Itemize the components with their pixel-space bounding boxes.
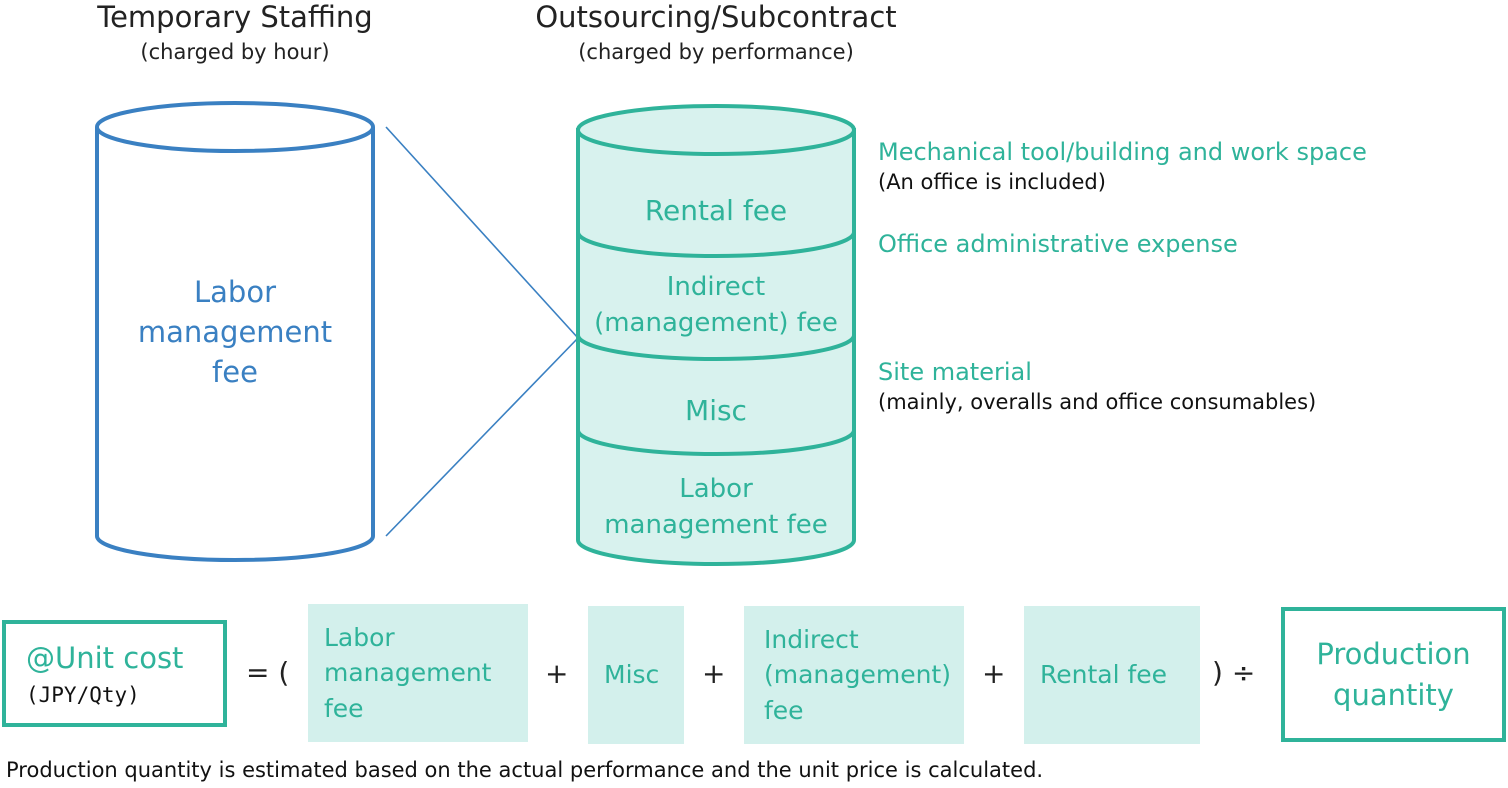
term-label-line: Indirect xyxy=(764,624,859,654)
unit-cost-label: @Unit cost xyxy=(26,640,184,675)
plus-sign: + xyxy=(982,657,1006,690)
term-label-line: fee xyxy=(764,695,804,725)
term-label: Indirect (management) fee xyxy=(764,622,951,729)
plus-sign: + xyxy=(545,657,569,690)
segment-divider xyxy=(576,334,856,361)
segment-label-misc: Misc xyxy=(578,393,854,429)
segment-label-line: Misc xyxy=(685,394,747,427)
connector-line-bottom xyxy=(385,337,579,537)
production-quantity-box: Production quantity xyxy=(1281,607,1506,742)
unit-cost-box: @Unit cost (JPY/Qty) xyxy=(2,620,227,727)
footer-note: Production quantity is estimated based o… xyxy=(6,758,1044,782)
segment-label-rental-fee: Rental fee xyxy=(578,193,854,229)
term-box-misc: Misc xyxy=(588,606,684,744)
term-box-indirect-fee: Indirect (management) fee xyxy=(744,606,964,744)
production-quantity-line: Production xyxy=(1316,637,1471,672)
term-label-line: Labor xyxy=(324,622,395,652)
plus-sign: + xyxy=(702,657,726,690)
production-quantity-label: Production quantity xyxy=(1316,634,1470,714)
segment-label-line: Indirect xyxy=(666,272,766,302)
right-title: Outsourcing/Subcontract xyxy=(535,0,897,34)
production-quantity-line: quantity xyxy=(1333,677,1454,712)
left-cylinder-label-line: fee xyxy=(212,355,258,390)
unit-cost-unit: (JPY/Qty) xyxy=(26,682,140,707)
right-subtitle: (charged by performance) xyxy=(578,40,854,64)
segment-label-line: Labor xyxy=(679,474,753,504)
annotation-detail: (mainly, overalls and office consumables… xyxy=(878,390,1317,414)
annotation-title: Site material xyxy=(878,358,1032,386)
left-subtitle: (charged by hour) xyxy=(140,40,330,64)
segment-divider xyxy=(576,231,856,258)
term-label-line: Rental fee xyxy=(1040,660,1168,690)
segment-divider xyxy=(576,429,856,456)
segment-label-line: Rental fee xyxy=(644,194,788,227)
term-box-labor-management-fee: Labor management fee xyxy=(308,604,528,742)
segment-label-line: management fee xyxy=(604,509,828,540)
term-label-line: (management) xyxy=(764,660,951,690)
connector-line-top xyxy=(385,126,579,339)
segment-label-indirect-fee: Indirect (management) fee xyxy=(574,270,858,342)
left-cylinder xyxy=(95,101,375,562)
right-cylinder xyxy=(576,104,856,566)
annotation-detail: (An office is included) xyxy=(878,170,1106,194)
left-cylinder-label-line: management xyxy=(137,315,333,350)
equals-open-paren: = ( xyxy=(246,656,290,689)
term-label: Labor management fee xyxy=(324,620,491,727)
left-title: Temporary Staffing xyxy=(97,0,373,34)
term-label-line: management xyxy=(324,658,492,688)
annotation-title: Mechanical tool/building and work space xyxy=(878,138,1367,166)
close-paren-divide: ) ÷ xyxy=(1212,656,1256,689)
segment-label-line: (management) fee xyxy=(594,307,838,338)
term-box-rental-fee: Rental fee xyxy=(1024,606,1200,744)
term-label-line: fee xyxy=(324,693,364,723)
left-cylinder-label-line: Labor xyxy=(193,275,276,309)
term-label-line: Misc xyxy=(604,660,660,690)
segment-label-labor-fee: Labor management fee xyxy=(574,472,858,544)
left-cylinder-label: Labor management fee xyxy=(97,272,373,392)
annotation-title: Office administrative expense xyxy=(878,230,1238,258)
